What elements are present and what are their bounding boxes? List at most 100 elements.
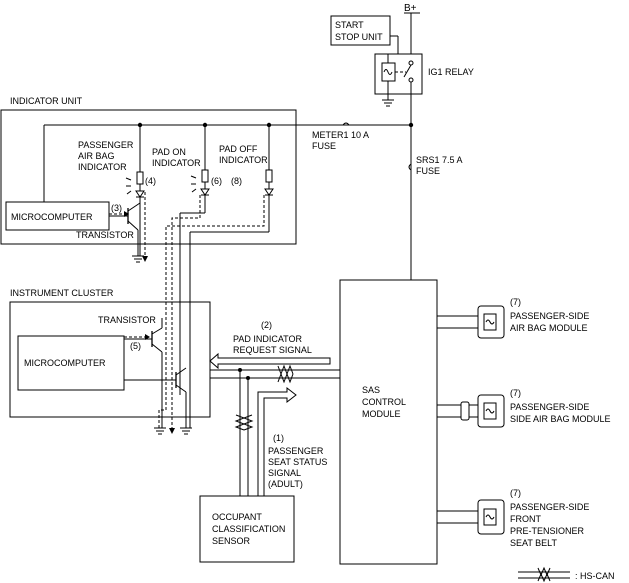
sas-label-3: MODULE [362,409,401,419]
cluster-transistor-1-collector [151,327,163,335]
srs1-fuse-symbol [408,163,412,171]
ab2-squib-symbol [485,408,495,414]
legend-label: : HS-CAN [575,571,615,581]
ab2-label-1: PASSENGER-SIDE [510,402,589,412]
pad-on-light-ray-3 [191,188,197,193]
occupant-sensor-label-1: OCCUPANT [212,512,262,522]
step-7b-label: (7) [510,388,521,398]
pad-on-resistor [201,169,209,183]
meter1-fuse-label-2: FUSE [312,141,336,151]
start-stop-unit-box [330,15,391,46]
indicator-transistor-emitter [127,220,139,231]
hs-can-legend: : HS-CAN [518,566,615,583]
sas-control-module-section: SAS CONTROL MODULE [339,279,438,565]
current-path-4-arrow [142,256,148,262]
cluster-transistor-1-emitter [151,343,163,353]
passenger-air-bag-indicator-label-3: INDICATOR [78,162,127,172]
indicator-unit-box [0,109,297,245]
ab1-label-2: AIR BAG MODULE [510,323,588,333]
step-7a-label: (7) [510,297,521,307]
passenger-air-bag-indicator-label-2: AIR BAG [78,151,115,161]
pad-off-indicator-label-1: PAD OFF [219,144,258,154]
sas-label-1: SAS [362,385,380,395]
sas-control-module-box [339,279,438,565]
seat-status-label-1: PASSENGER [268,446,324,456]
instrument-cluster-section: INSTRUMENT CLUSTER MICROCOMPUTER TRANSIS… [9,288,211,435]
pt-label-1: PASSENGER-SIDE [510,502,589,512]
step-6-label: (6) [211,176,222,186]
ig1-relay-contact-top [408,60,414,66]
pad-off-resistor [265,169,273,183]
indicator-microcomputer-box [5,201,110,231]
start-stop-unit-label-2: STOP UNIT [335,32,383,42]
pad-on-led [200,188,210,196]
pad-indicator-request-label-2: REQUEST SIGNAL [233,345,312,355]
ab2-inline-connector [460,401,470,421]
srs1-fuse-label-2: FUSE [416,166,440,176]
cluster-transistor-label: TRANSISTOR [98,315,156,325]
power-supply-section: B+ START STOP UNIT IG1 RELAY [330,3,474,128]
pad-request-arrow [209,352,331,370]
ig1-relay-contact-bottom [408,77,414,83]
step-3-label: (3) [111,203,122,213]
air-bag-light-ray-3 [126,190,132,195]
srs1-fuse-label-1: SRS1 7.5 A [416,155,463,165]
pt-label-4: SEAT BELT [510,538,558,548]
instrument-cluster-label: INSTRUMENT CLUSTER [10,288,114,298]
ab1-squib-symbol [485,319,495,325]
pt-label-3: PRE-TENSIONER [510,526,585,536]
sas-label-2: CONTROL [362,397,406,407]
air-bag-light-ray-1 [125,177,132,181]
air-bag-indicator-led [135,190,145,198]
start-stop-unit-label-1: START [335,20,364,30]
indicator-unit-section: INDICATOR UNIT METER1 10 A FUSE PASSENGE… [0,96,411,434]
seat-status-label-4: (ADULT) [268,479,303,489]
step-4-label: (4) [145,176,156,186]
occupant-classification-sensor-box [199,495,295,563]
pt-label-2: FRONT [510,514,541,524]
current-path-8 [158,195,265,430]
occupant-classification-section: OCCUPANT CLASSIFICATION SENSOR [199,495,295,563]
pad-on-indicator-label-1: PAD ON [152,147,186,157]
pad-off-led [264,188,274,196]
occupant-sensor-label-2: CLASSIFICATION [212,524,285,534]
legend-twist-1 [537,566,551,577]
ab1-label-1: PASSENGER-SIDE [510,311,589,321]
indicator-microcomputer-label: MICROCOMPUTER [11,212,93,222]
step-1-label: (1) [273,433,284,443]
indicator-unit-label: INDICATOR UNIT [10,96,83,106]
cluster-transistor-2-collector [175,367,187,376]
cluster-microcomputer-box [17,335,125,391]
hs-can-twist-1 [277,364,294,376]
indicator-transistor-collector [127,202,141,212]
occupant-can-twist-2 [242,414,254,431]
pretensioner-module: (7) PASSENGER-SIDE FRONT PRE-TENSIONER S… [437,488,589,548]
b-plus-label: B+ [404,3,417,14]
hs-can-section: (2) PAD INDICATOR REQUEST SIGNAL (1) PAS… [209,320,340,499]
occupant-sensor-label-3: SENSOR [212,536,251,546]
legend-twist-2 [537,572,551,583]
step-8-label: (8) [231,176,242,186]
meter1-fuse-symbol [342,122,350,126]
srs-feed-section: SRS1 7.5 A FUSE [408,125,463,280]
air-bag-indicator-resistor [136,171,144,185]
seat-status-label-3: SIGNAL [268,468,301,478]
pad-on-light-ray-1 [190,175,197,179]
hs-can-twist-2 [277,372,294,384]
instrument-cluster-box [9,301,211,418]
ab2-label-2: SIDE AIR BAG MODULE [510,414,611,424]
ig1-relay-coil-symbol [383,69,393,75]
air-bag-module-2: (7) PASSENGER-SIDE SIDE AIR BAG MODULE [437,388,611,428]
cluster-microcomputer-label: MICROCOMPUTER [24,358,106,368]
indicator-transistor-label: TRANSISTOR [76,230,134,240]
occupant-can-twist-1 [234,414,246,431]
air-bag-module-1: (7) PASSENGER-SIDE AIR BAG MODULE [437,297,589,339]
seat-status-arrow [257,386,297,499]
seat-status-label-2: SEAT STATUS [268,457,327,467]
pad-off-indicator-label-2: INDICATOR [219,155,268,165]
current-path-6 [171,195,201,430]
current-path-6-arrow [169,428,175,434]
pt-squib-symbol [485,514,495,520]
ig1-relay-switch [403,64,412,78]
